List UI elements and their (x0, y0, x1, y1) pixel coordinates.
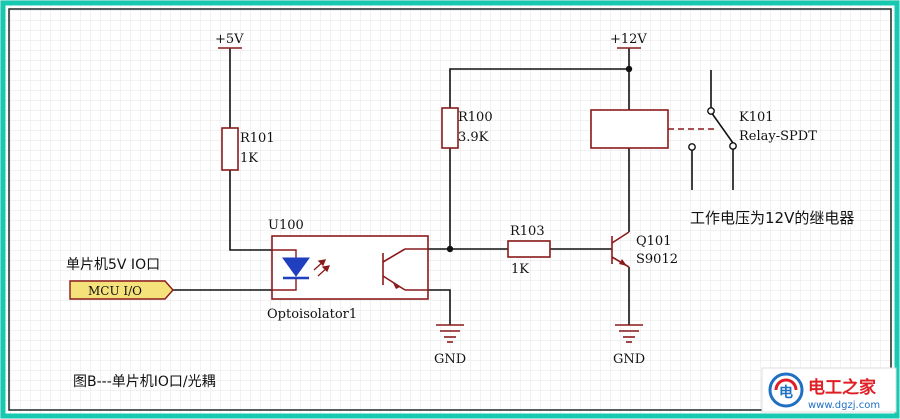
q101-part: S9012 (636, 252, 678, 267)
supply-12v: +12V (610, 32, 647, 49)
q101-emitter-arrow (619, 259, 627, 266)
site-logo-icon: 电 (768, 372, 804, 408)
led-icon (282, 257, 310, 277)
r100-ref: R100 (458, 110, 493, 125)
supply-5v: +5V (215, 32, 244, 49)
r103-ref: R103 (510, 224, 545, 239)
r103-value: 1K (511, 262, 529, 277)
inner-frame (8, 8, 892, 411)
q101-ref: Q101 (636, 234, 671, 249)
optoisolator-u100 (271, 235, 429, 300)
relay-switch (691, 70, 734, 190)
supply-5v-label: +5V (215, 32, 244, 47)
r100-value: 3.9K (458, 130, 489, 145)
relay-note: 工作电压为12V的继电器 (690, 209, 854, 227)
supply-12v-label: +12V (610, 32, 647, 47)
site-url: www.dgzj.com (808, 400, 880, 411)
ground-left (436, 324, 464, 343)
resistor-r103 (507, 240, 551, 258)
light-emission-icon (313, 259, 331, 277)
site-name: 电工之家 (808, 377, 876, 398)
mcu-io-note: 单片机5V IO口 (66, 257, 160, 273)
ground-right-label: GND (613, 352, 645, 367)
r101-value: 1K (240, 151, 258, 166)
r101-ref: R101 (240, 131, 275, 146)
mcu-io-port-label: MCU I/O (88, 284, 142, 298)
relay-coil (590, 109, 669, 149)
resistor-r101 (221, 127, 239, 171)
ground-right (615, 324, 643, 343)
mcu-io-port (69, 280, 174, 300)
figure-caption: 图B---单片机IO口/光耦 (73, 374, 216, 390)
watermark: 电 电工之家 www.dgzj.com (761, 367, 897, 413)
k101-ref: K101 (739, 110, 774, 125)
junction-node-12v (625, 65, 633, 73)
u100-part: Optoisolator1 (267, 307, 357, 322)
u100-ref: U100 (268, 218, 304, 233)
logo-text: 电 (779, 384, 793, 401)
resistor-r100 (441, 107, 459, 149)
k101-part: Relay-SPDT (739, 129, 817, 144)
junction-node-collector (446, 245, 454, 253)
wires (172, 48, 630, 325)
ground-left-label: GND (434, 352, 466, 367)
